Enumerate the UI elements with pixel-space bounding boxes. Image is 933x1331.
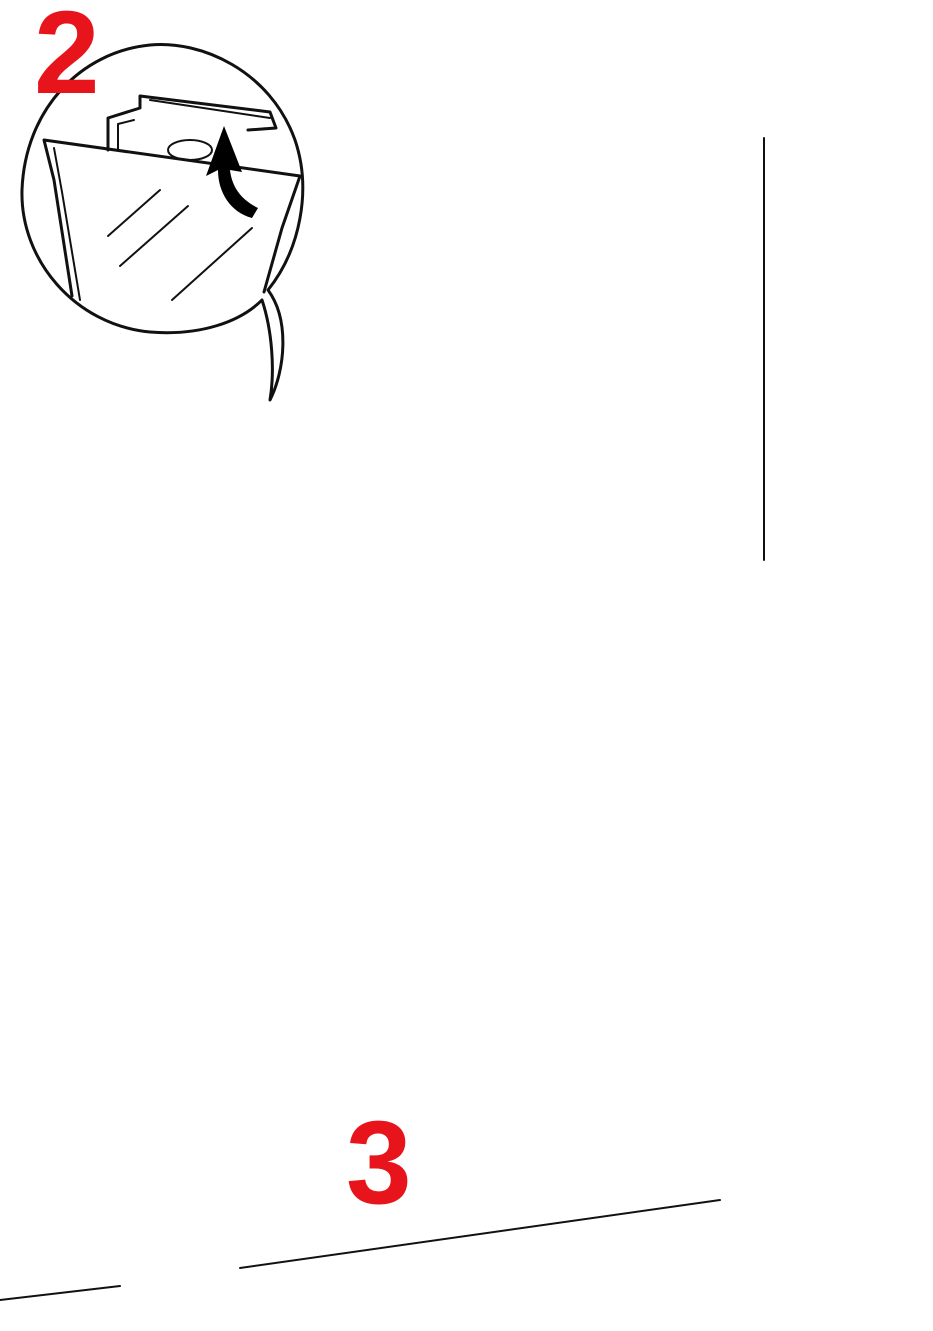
floor-line [240,1200,720,1268]
step-number-2: 2 [34,0,100,112]
step-number-3: 3 [346,1104,412,1222]
floor-line-left [0,1286,120,1300]
